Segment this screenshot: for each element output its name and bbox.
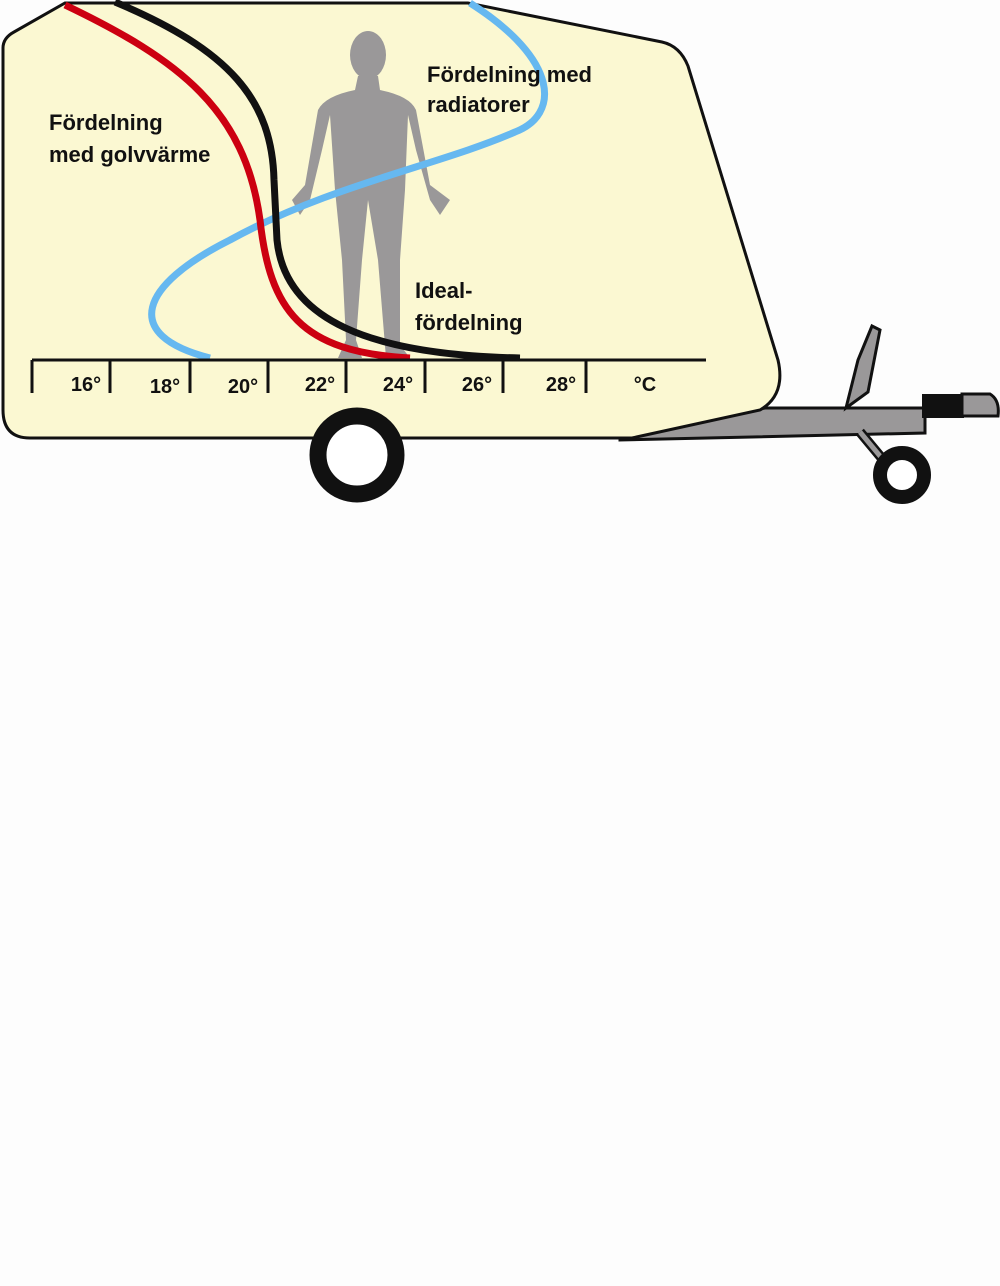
tick-label: 20°	[228, 376, 258, 398]
ideal-label-line2: fördelning	[415, 310, 523, 335]
ideal-label-line1: Ideal-	[415, 278, 472, 303]
radiators-label-line1: Fördelning med	[427, 62, 592, 87]
floor-heating-curve	[63, 1, 411, 362]
radiators-label-line2: radiatorer	[427, 92, 530, 117]
coupling-black	[922, 394, 964, 418]
tick-label: 24°	[383, 374, 413, 396]
person-silhouette	[292, 31, 450, 358]
tick-label: 18°	[150, 376, 180, 398]
tick-label: °C	[634, 374, 656, 396]
tick-label: 28°	[546, 374, 576, 396]
jockey-post	[843, 323, 882, 412]
floor-heating-label-line1: Fördelning	[49, 110, 163, 135]
tick-label: 16°	[71, 374, 101, 396]
tick-label: 22°	[305, 374, 335, 396]
coupling-head	[960, 392, 1000, 418]
floor-heating-label-line2: med golvvärme	[49, 142, 210, 167]
jockey-wheel	[873, 446, 931, 504]
radiators-curve	[148, 0, 549, 362]
temperature-axis	[30, 358, 706, 393]
tick-label: 26°	[462, 374, 492, 396]
caravan-wheel	[309, 407, 405, 503]
ideal-curve	[113, 0, 521, 362]
